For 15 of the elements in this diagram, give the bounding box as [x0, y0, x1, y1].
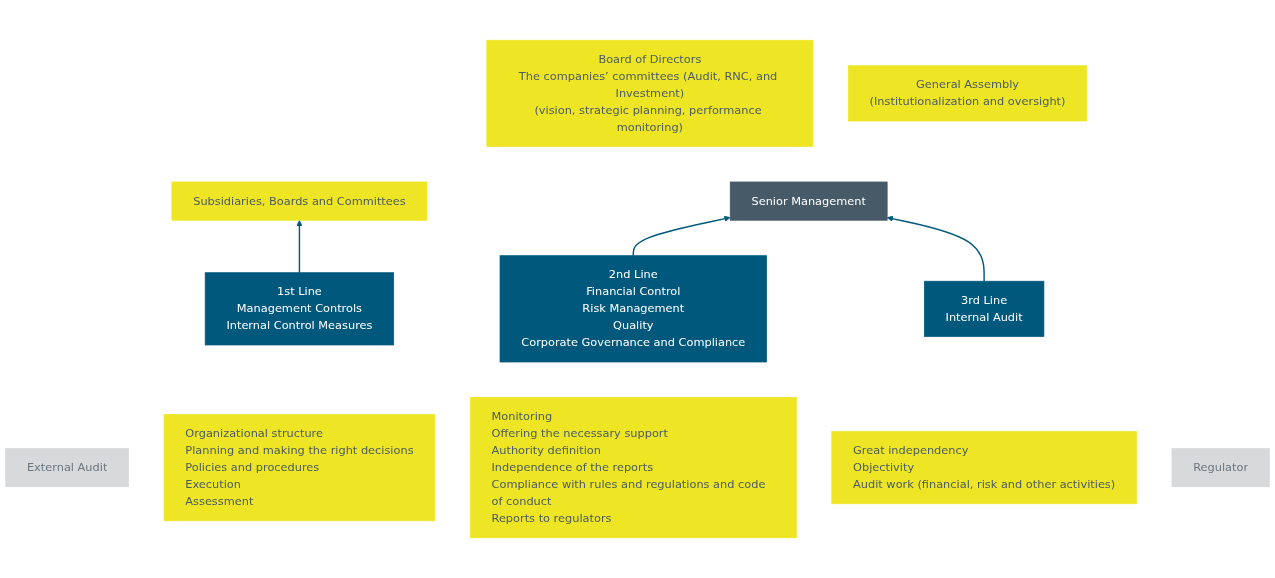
arrow — [886, 215, 985, 282]
node-box: 1st Line Management Controls Internal Control Measures — [204, 272, 395, 346]
node-box: External Audit — [5, 448, 129, 488]
node-box: 3rd Line Internal Audit — [923, 280, 1045, 337]
node-box: Monitoring Offering the necessary support Authority definition Independence of the reports Compliance with rules and regulations and code of conduct Reports to regulators — [469, 397, 797, 539]
node-box: Board of Directors The companies’ committees (Audit, RNC, and Investment) (vision, strategic planning, performance monitoring) — [486, 39, 814, 147]
arrow — [632, 215, 731, 257]
node-box: Great independency Objectivity Audit work (financial, risk and other activities) — [831, 431, 1137, 505]
node-box: General Assembly (Institutionalization and oversight) — [847, 65, 1088, 122]
node-box: 2nd Line Financial Control Risk Management Quality Corporate Governance and Compliance — [499, 255, 767, 363]
node-box: Senior Management — [729, 181, 888, 221]
node-box: Regulator — [1171, 448, 1270, 488]
node-box: Subsidiaries, Boards and Committees — [171, 181, 428, 221]
arrow — [296, 219, 303, 274]
node-box: Organizational structure Planning and making the right decisions Policies and procedures Execution Assessment — [163, 414, 436, 522]
